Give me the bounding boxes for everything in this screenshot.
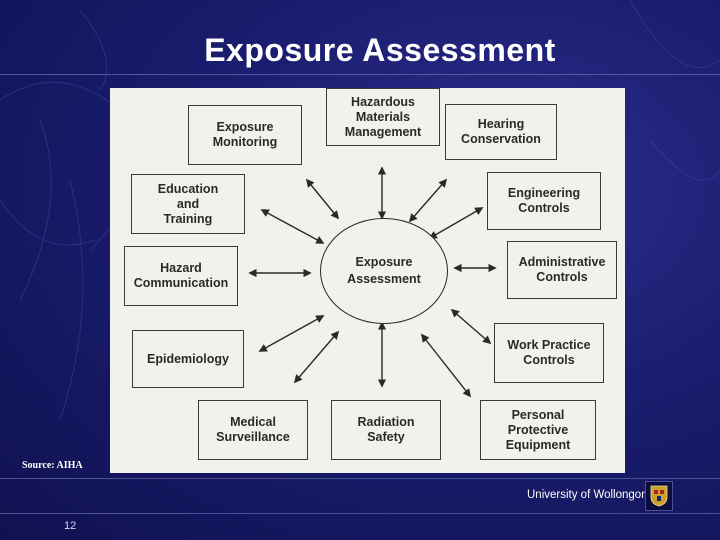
page-number: 12	[64, 520, 77, 532]
slide-title: Exposure Assessment	[204, 32, 556, 68]
arrow-ppe	[420, 333, 472, 398]
node-radiation-safety: Radiation Safety	[331, 400, 441, 460]
arrow-epidemiology	[258, 315, 325, 352]
connector-arrows	[248, 166, 497, 398]
node-personal-protective-equipment: Personal Protective Equipment	[480, 400, 596, 460]
node-hazard-communication: Hazard Communication	[124, 246, 238, 306]
arrow-monitoring	[305, 178, 340, 220]
node-exposure-monitoring: Exposure Monitoring	[188, 105, 302, 165]
node-administrative-controls: Administrative Controls	[507, 241, 617, 299]
node-work-practice-controls: Work Practice Controls	[494, 323, 604, 383]
node-hazardous-materials: Hazardous Materials Management	[326, 88, 440, 146]
diagram-panel: Exposure Assessment Hazardous Materials …	[110, 88, 625, 473]
footer-divider-top	[0, 478, 720, 479]
arrow-medical	[293, 330, 340, 384]
institution-name: University of Wollongong	[527, 489, 654, 501]
node-medical-surveillance: Medical Surveillance	[198, 400, 308, 460]
arrow-education	[260, 209, 325, 244]
node-epidemiology: Epidemiology	[132, 330, 244, 388]
node-engineering-controls: Engineering Controls	[487, 172, 601, 230]
center-exposure-assessment: Exposure Assessment	[320, 218, 448, 324]
arrow-engineering	[428, 207, 484, 239]
arrow-workpractice	[450, 308, 492, 345]
footer-divider-bottom	[0, 513, 720, 514]
source-credit: Source: AIHA	[22, 460, 83, 471]
node-education-training: Education and Training	[131, 174, 245, 234]
arrow-hearing	[408, 178, 448, 223]
title-divider	[0, 74, 720, 75]
university-crest-icon	[645, 481, 673, 511]
node-hearing-conservation: Hearing Conservation	[445, 104, 557, 160]
